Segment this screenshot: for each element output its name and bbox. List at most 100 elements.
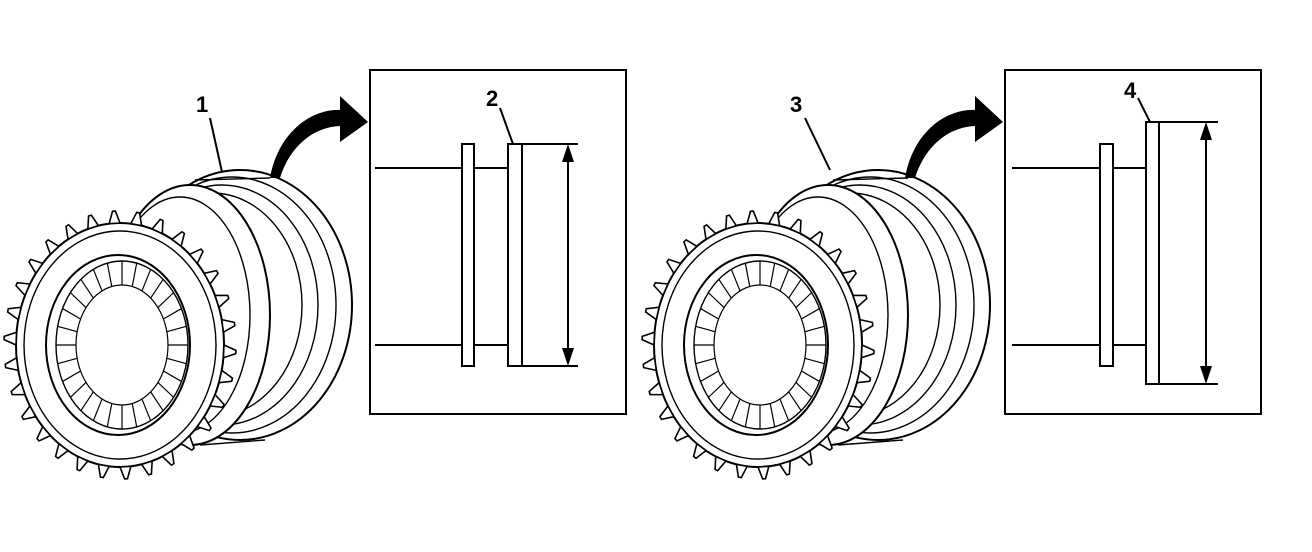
gear-tooth bbox=[767, 211, 781, 227]
spline-line bbox=[69, 292, 87, 309]
gear-tooth bbox=[648, 381, 665, 396]
spline-line bbox=[730, 398, 741, 421]
gear-tooth bbox=[714, 455, 728, 472]
callout-3: 3 bbox=[790, 92, 802, 117]
spline-line bbox=[62, 308, 81, 320]
spline-line bbox=[163, 308, 182, 320]
bore-inner-edge bbox=[713, 284, 807, 406]
spline-line bbox=[131, 403, 138, 428]
spline-line bbox=[141, 269, 152, 292]
spline-line bbox=[804, 357, 825, 365]
gear-tooth bbox=[86, 214, 100, 231]
leader-line-3 bbox=[804, 117, 831, 171]
gear-tooth bbox=[642, 356, 658, 372]
gear-tooth bbox=[140, 459, 154, 476]
leader-line-1 bbox=[209, 117, 223, 173]
callout-2: 2 bbox=[486, 86, 498, 111]
leader-line-2 bbox=[499, 107, 514, 145]
callout-1: 1 bbox=[196, 92, 208, 117]
spline-line bbox=[707, 292, 725, 309]
gear-tooth bbox=[778, 459, 792, 476]
spline-line bbox=[157, 381, 175, 398]
gear-tooth bbox=[756, 465, 770, 480]
spline-line bbox=[779, 269, 790, 292]
gear-tooth bbox=[36, 425, 52, 442]
gear-tooth bbox=[76, 455, 90, 472]
gear-tooth bbox=[202, 269, 220, 286]
gear-tooth bbox=[735, 463, 749, 479]
gear-tooth bbox=[724, 214, 738, 231]
curved-arrow-icon bbox=[905, 96, 1003, 179]
gear-tooth bbox=[682, 238, 699, 256]
spline-line bbox=[788, 278, 802, 299]
gear-tooth bbox=[851, 294, 868, 309]
gear-tooth bbox=[179, 434, 196, 452]
gear-tooth bbox=[150, 218, 164, 235]
spline-line bbox=[700, 308, 719, 320]
spline-line bbox=[80, 391, 94, 412]
gear-tooth bbox=[213, 294, 230, 309]
spline-line bbox=[57, 325, 78, 333]
detail-box-right: 4 bbox=[1004, 69, 1262, 415]
spline-line bbox=[744, 262, 751, 287]
gear-tooth bbox=[160, 449, 175, 467]
double-headed-arrow-icon bbox=[1200, 122, 1212, 384]
gear-tooth bbox=[860, 343, 875, 359]
gear-tooth bbox=[846, 393, 863, 409]
bore-inner-edge bbox=[75, 284, 169, 406]
spline-line bbox=[695, 325, 716, 333]
gear-tooth bbox=[6, 306, 23, 321]
spline-line bbox=[718, 391, 732, 412]
gear-tooth bbox=[840, 269, 858, 286]
gear-tooth bbox=[746, 210, 760, 225]
spline-line bbox=[141, 398, 152, 421]
spline-line bbox=[788, 391, 802, 412]
spline-line bbox=[57, 357, 78, 365]
gear-tooth bbox=[44, 238, 61, 256]
gear-tooth bbox=[817, 434, 834, 452]
spline-line bbox=[106, 262, 113, 287]
gear-tooth bbox=[54, 442, 70, 460]
spline-line bbox=[150, 391, 164, 412]
gear-tooth bbox=[10, 381, 27, 396]
gear-tooth bbox=[220, 318, 236, 334]
spline-line bbox=[106, 403, 113, 428]
detail-box-left: 2 bbox=[369, 69, 627, 415]
gear-tooth bbox=[798, 449, 813, 467]
gear-tooth bbox=[658, 404, 676, 421]
spline-line bbox=[718, 278, 732, 299]
gear-tooth bbox=[108, 210, 122, 225]
gear-tooth bbox=[65, 223, 80, 241]
spline-line bbox=[769, 262, 776, 287]
gear-tooth bbox=[666, 258, 682, 275]
splines-right bbox=[694, 261, 826, 429]
spline-line bbox=[163, 370, 182, 382]
gear-tooth bbox=[703, 223, 718, 241]
spline-line bbox=[166, 325, 187, 333]
gear-tooth bbox=[644, 306, 661, 321]
gear-tooth bbox=[788, 218, 802, 235]
spline-line bbox=[795, 381, 813, 398]
gear-tooth bbox=[208, 393, 225, 409]
ring-plate-left-b bbox=[507, 143, 523, 367]
gear-tooth bbox=[858, 318, 874, 334]
leader-line-4 bbox=[1137, 97, 1151, 123]
spline-line bbox=[804, 325, 825, 333]
gear-teeth-right bbox=[641, 210, 875, 480]
callout-4: 4 bbox=[1124, 78, 1137, 103]
ring-plate-right-a bbox=[1099, 143, 1114, 367]
gear-tooth bbox=[3, 331, 18, 347]
gear-assembly-right bbox=[641, 169, 991, 480]
gear-tooth bbox=[188, 248, 204, 265]
spline-line bbox=[730, 269, 741, 292]
double-headed-arrow-icon bbox=[562, 144, 574, 366]
spline-line bbox=[92, 269, 103, 292]
gear-tooth bbox=[808, 230, 824, 248]
gear-tooth bbox=[129, 211, 143, 227]
spline-line bbox=[131, 262, 138, 287]
gear-assembly-left bbox=[3, 169, 353, 480]
spline-line bbox=[92, 398, 103, 421]
gear-tooth bbox=[118, 465, 132, 480]
spline-line bbox=[700, 370, 719, 382]
